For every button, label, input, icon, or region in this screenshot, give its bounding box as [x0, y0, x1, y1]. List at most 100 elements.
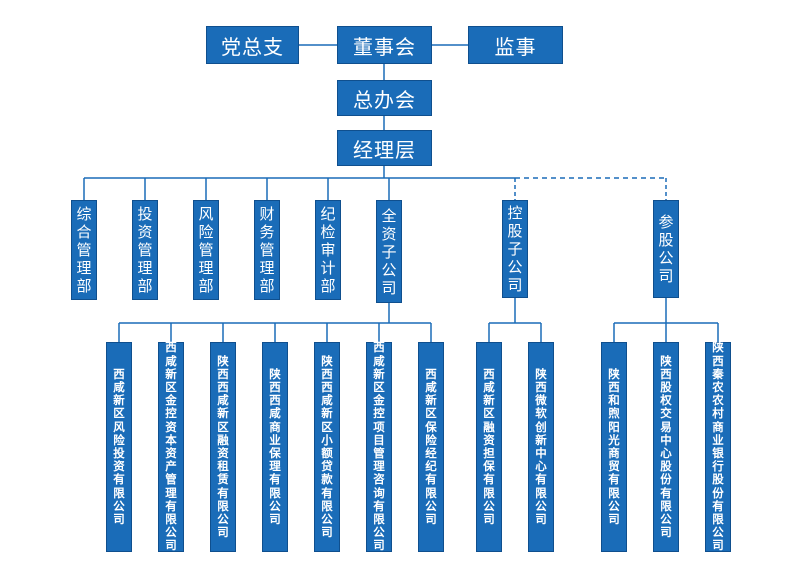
- label-char: 赁: [217, 472, 229, 487]
- label-char: 管: [373, 446, 385, 460]
- label-char: 商: [269, 419, 281, 434]
- label-char: 投: [137, 205, 153, 223]
- label-char: 限: [425, 485, 437, 500]
- label-char: 公: [483, 498, 495, 513]
- label-char: 咸: [373, 353, 385, 368]
- label-char: 融: [483, 419, 495, 434]
- label-char: 份: [712, 485, 724, 500]
- label-char: 产: [165, 459, 177, 474]
- label-char: 参: [658, 213, 674, 231]
- company-node: 陕西西咸新区小额贷款有限公司: [314, 342, 340, 552]
- supervisor-node: 监事: [468, 26, 563, 64]
- label-char: 和: [608, 393, 620, 408]
- label-char: 西: [425, 366, 437, 381]
- label-char: 限: [483, 485, 495, 500]
- general-office-node: 总办会: [337, 80, 432, 116]
- label-char: 区: [321, 419, 333, 434]
- company-node: 西咸新区金控资本资产管理有限公司: [158, 341, 184, 552]
- label-char: 西: [535, 379, 547, 394]
- label-char: 有: [321, 485, 333, 500]
- label-char: 司: [535, 512, 547, 527]
- label-char: 公: [321, 512, 333, 527]
- label-char: 咨: [373, 472, 385, 487]
- label-char: 心: [660, 446, 672, 460]
- label-char: 公: [658, 249, 674, 267]
- label-char: 公: [535, 498, 547, 513]
- label-char: 易: [660, 419, 672, 434]
- label-char: 部: [259, 277, 275, 295]
- label-char: 商: [712, 419, 724, 434]
- group-holding-node: 控股子公司: [502, 200, 528, 298]
- label-char: 司: [712, 538, 724, 553]
- label-char: 新: [535, 432, 547, 447]
- label-char: 管: [259, 241, 275, 259]
- label-char: 股: [660, 459, 672, 474]
- label-char: 保: [269, 446, 281, 460]
- label-char: 西: [269, 379, 281, 394]
- label-char: 资: [113, 459, 125, 474]
- label-char: 权: [660, 393, 672, 408]
- label-char: 咸: [483, 379, 495, 394]
- label-char: 新: [425, 393, 437, 408]
- label-char: 全: [381, 206, 397, 225]
- label-char: 小: [321, 432, 333, 447]
- label-char: 股: [658, 231, 674, 249]
- label-char: 险: [113, 432, 125, 447]
- label-char: 咸: [425, 379, 437, 394]
- label-char: 有: [165, 498, 177, 513]
- label-char: 煦: [608, 406, 620, 421]
- label-char: 司: [425, 512, 437, 527]
- board-node: 董事会: [337, 26, 432, 64]
- label-char: 司: [608, 512, 620, 527]
- label-char: 管: [137, 241, 153, 259]
- label-char: 有: [113, 472, 125, 487]
- label-char: 西: [113, 366, 125, 381]
- label-char: 限: [269, 485, 281, 500]
- label-char: 有: [660, 485, 672, 500]
- label-char: 秦: [712, 366, 724, 381]
- label-char: 额: [321, 446, 333, 460]
- company-node: 西咸新区风险投资有限公司: [106, 342, 132, 552]
- label-char: 公: [608, 498, 620, 513]
- label-char: 新: [483, 393, 495, 408]
- label-char: 行: [712, 459, 724, 474]
- label-char: 区: [113, 406, 125, 421]
- label-char: 公: [425, 498, 437, 513]
- label-char: 西: [269, 393, 281, 408]
- label-char: 股: [712, 472, 724, 487]
- label-char: 有: [712, 498, 724, 513]
- label-char: 新: [321, 406, 333, 421]
- label-char: 农: [712, 393, 724, 408]
- label-char: 业: [712, 432, 724, 447]
- label-char: 检: [320, 223, 336, 241]
- label-char: 有: [535, 472, 547, 487]
- label-char: 有: [608, 472, 620, 487]
- label-char: 份: [660, 472, 672, 487]
- label-char: 资: [217, 446, 229, 460]
- label-char: 限: [113, 485, 125, 500]
- label-char: 纪: [425, 459, 437, 474]
- label-char: 区: [425, 406, 437, 421]
- label-char: 理: [373, 459, 385, 474]
- label-char: 软: [535, 406, 547, 421]
- label-char: 有: [269, 472, 281, 487]
- group-participating-node: 参股公司: [653, 200, 679, 298]
- label-char: 金: [373, 393, 385, 408]
- label-char: 资: [165, 446, 177, 460]
- label-char: 西: [321, 379, 333, 394]
- label-char: 司: [660, 525, 672, 540]
- label-char: 陕: [217, 353, 229, 368]
- label-char: 咸: [269, 406, 281, 421]
- label-char: 西: [217, 379, 229, 394]
- label-char: 险: [425, 432, 437, 447]
- label-char: 理: [269, 459, 281, 474]
- label-char: 管: [165, 472, 177, 487]
- label-char: 务: [259, 223, 275, 241]
- label-char: 部: [320, 277, 336, 295]
- label-char: 合: [76, 223, 92, 241]
- label-char: 限: [217, 498, 229, 513]
- label-char: 投: [113, 446, 125, 460]
- label-char: 司: [373, 538, 385, 553]
- label-char: 司: [269, 512, 281, 527]
- label-char: 西: [217, 366, 229, 381]
